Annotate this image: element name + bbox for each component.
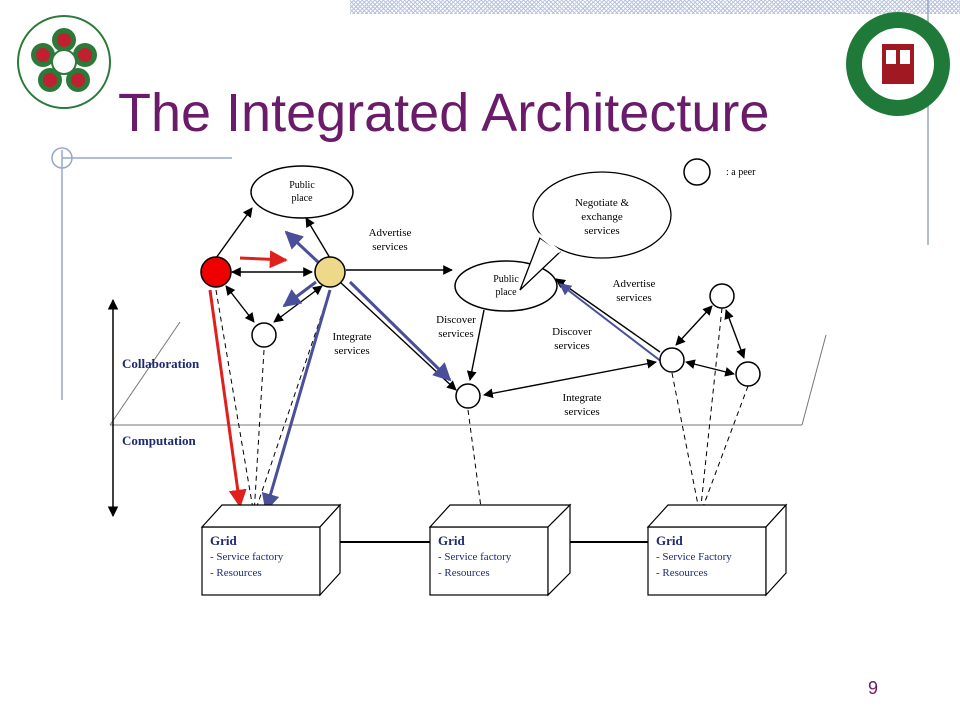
peer-node	[709, 283, 735, 309]
slide-title: The Integrated Architecture	[118, 83, 770, 143]
page-number: 9	[868, 678, 879, 698]
decorative-hatch-band	[350, 0, 960, 14]
university-of-leeds-logo	[846, 12, 950, 116]
request-arrows-red	[208, 250, 288, 508]
collaboration-plane	[109, 321, 827, 426]
peer-node	[455, 383, 481, 409]
integration-arrows-blue	[261, 230, 663, 512]
school-of-computing-logo	[17, 15, 111, 109]
grid-box-3	[646, 503, 788, 597]
peer-node-red	[200, 256, 232, 288]
grid-box-3-text: Grid - Service Factory - Resources	[656, 533, 732, 579]
peer-node	[251, 322, 277, 348]
peer-legend-icon	[683, 158, 711, 186]
peer-legend-label: : a peer	[726, 167, 756, 178]
peer-node-yellow	[314, 256, 346, 288]
computation-layer-label: Computation	[122, 433, 196, 448]
grid-box-1	[200, 503, 342, 597]
collaboration-layer-label: Collaboration	[122, 356, 200, 371]
grid-box-2	[428, 503, 572, 597]
negotiate-speech-bubble	[519, 171, 672, 291]
public-place-1	[250, 165, 354, 219]
projection-lines	[215, 289, 749, 516]
peer-node	[659, 347, 685, 373]
grid-box-1-text: Grid - Service factory - Resources	[210, 533, 284, 579]
grid-box-2-text: Grid - Service factory - Resources	[438, 533, 512, 579]
peer-node	[735, 361, 761, 387]
